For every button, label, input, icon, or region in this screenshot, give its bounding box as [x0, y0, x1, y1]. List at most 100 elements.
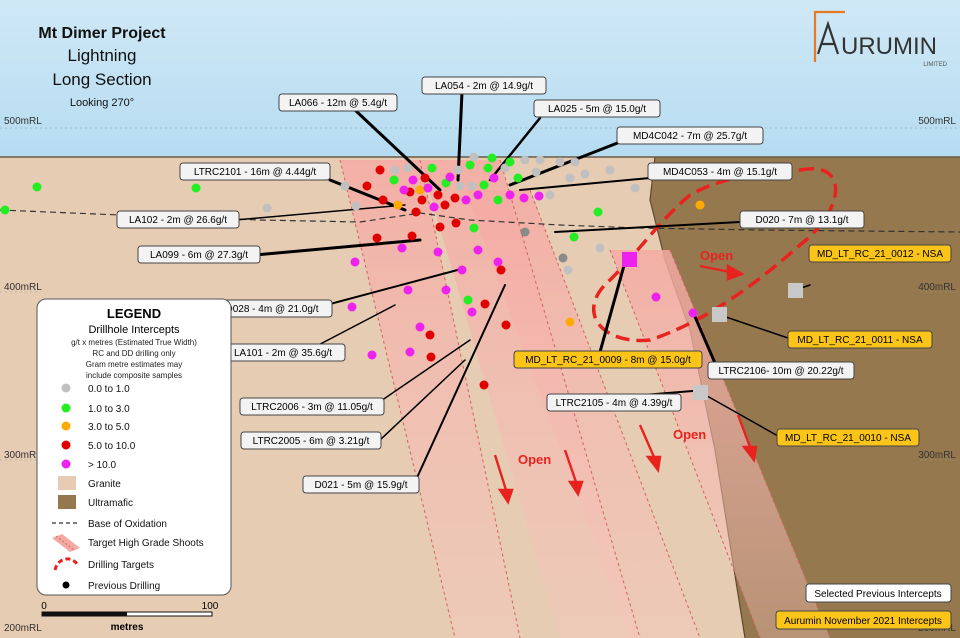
scale-bar: 0 100 metres: [41, 601, 219, 633]
intercept: [465, 160, 475, 170]
legend-grade-label: 5.0 to 10.0: [88, 441, 136, 452]
rl-300-label-left: 300mRL: [4, 450, 42, 461]
intercept: [535, 155, 545, 165]
title-line-4: Looking 270°: [70, 97, 134, 109]
intercepts-magenta: [347, 172, 698, 360]
intercept: [480, 299, 490, 309]
svg-text:LA025 - 5m @ 15.0g/t: LA025 - 5m @ 15.0g/t: [548, 104, 646, 115]
legend-swatch-red: [61, 440, 71, 450]
rl-400-label-right: 400mRL: [918, 282, 956, 293]
legend-drilling-targets: Drilling Targets: [88, 560, 154, 571]
svg-text:MD_LT_RC_21_0009 - 8m @ 15.0g/: MD_LT_RC_21_0009 - 8m @ 15.0g/t: [525, 355, 691, 366]
intercept: [435, 222, 445, 232]
rl-500-label-left: 500mRL: [4, 116, 42, 127]
logo-sub: LIMITED: [923, 62, 947, 68]
svg-text:D020 - 7m @ 13.1g/t: D020 - 7m @ 13.1g/t: [756, 215, 849, 226]
svg-text:LTRC2005 - 6m @ 3.21g/t: LTRC2005 - 6m @ 3.21g/t: [253, 436, 370, 447]
intercept: [415, 185, 425, 195]
legend-previous-drilling: Previous Drilling: [88, 581, 160, 592]
intercept: [520, 155, 530, 165]
target-shoot: [340, 160, 520, 638]
legend-swatch-magenta: [61, 459, 71, 469]
title-line-3: Long Section: [52, 70, 151, 89]
scale-max: 100: [202, 601, 219, 612]
callout-previous: D028 - 4m @ 21.0g/t: [211, 299, 333, 318]
intercept: [457, 265, 467, 275]
legend-swatch-shoot: [52, 534, 80, 552]
intercept: [688, 308, 698, 318]
intercept: [580, 169, 590, 179]
intercept: [479, 380, 489, 390]
intercept: [630, 183, 640, 193]
callout-previous: LA102 - 2m @ 26.6g/t: [116, 210, 240, 229]
intercept: [500, 163, 510, 173]
callout-previous: LTRC2106- 10m @ 20.22g/t: [707, 361, 855, 380]
intercept: [489, 173, 499, 183]
svg-text:LA102 - 2m @ 26.6g/t: LA102 - 2m @ 26.6g/t: [129, 215, 227, 226]
target-shoot: [420, 160, 640, 638]
svg-text:D028 - 4m @ 21.0g/t: D028 - 4m @ 21.0g/t: [226, 304, 319, 315]
legend-grade-label: 1.0 to 3.0: [88, 404, 130, 415]
intercept: [191, 183, 201, 193]
intercepts-red: [362, 165, 511, 390]
intercept: [467, 307, 477, 317]
legend-swatch-drilling-target: [53, 557, 80, 571]
shoot-edge: [499, 159, 641, 638]
intercept: [403, 163, 413, 173]
intercept: [453, 165, 463, 175]
intercept: [487, 153, 497, 163]
intercept: [593, 207, 603, 217]
target-shoot: [610, 250, 830, 638]
title-line-1: Mt Dimer Project: [38, 25, 166, 42]
intercept: [32, 182, 42, 192]
intercept: [426, 352, 436, 362]
legend-swatch-previous: [62, 581, 70, 589]
svg-text:LTRC2006 - 3m @ 11.05g/t: LTRC2006 - 3m @ 11.05g/t: [251, 402, 373, 413]
svg-text:MD_LT_RC_21_0011 - NSA: MD_LT_RC_21_0011 - NSA: [797, 335, 923, 346]
legend-note: include composite samples: [86, 371, 182, 380]
intercept: [347, 302, 357, 312]
intercept: [441, 285, 451, 295]
intercept-square-grey: [712, 307, 727, 322]
key-aurumin: Aurumin November 2021 Intercepts: [784, 616, 942, 627]
intercept: [695, 200, 705, 210]
intercept: [505, 157, 515, 167]
intercept: [433, 190, 443, 200]
intercept: [505, 190, 515, 200]
legend-swatch-grey: [61, 383, 71, 393]
intercept: [565, 317, 575, 327]
open-label: Open: [518, 452, 551, 467]
callout-previous: LA025 - 5m @ 15.0g/t: [533, 99, 661, 118]
intercept: [534, 191, 544, 201]
intercept-square-grey: [788, 283, 803, 298]
intercept: [455, 181, 465, 191]
intercept: [399, 185, 409, 195]
intercept: [389, 175, 399, 185]
intercept: [531, 167, 541, 177]
intercept: [463, 295, 473, 305]
open-label: Open: [700, 248, 733, 263]
intercept: [545, 190, 555, 200]
intercept: [563, 265, 573, 275]
key-previous: Selected Previous Intercepts: [814, 589, 941, 600]
rl-200-label-left: 200mRL: [4, 623, 42, 634]
intercept: [569, 232, 579, 242]
intercept: [461, 195, 471, 205]
shoot-edge: [339, 159, 456, 638]
intercept: [555, 157, 565, 167]
intercept: [565, 173, 575, 183]
intercept: [445, 172, 455, 182]
open-label: Open: [673, 427, 706, 442]
callout-previous: MD4C053 - 4m @ 15.1g/t: [647, 162, 793, 181]
intercept: [520, 227, 530, 237]
legend-subtitle: Drillhole Intercepts: [88, 324, 180, 336]
callout-previous: LTRC2105 - 4m @ 4.39g/t: [546, 393, 682, 412]
logo-wordmark: URUMIN: [841, 33, 937, 60]
legend-grade-label: > 10.0: [88, 460, 117, 471]
intercepts-orange: [393, 185, 705, 327]
intercept: [558, 253, 568, 263]
intercept: [350, 257, 360, 267]
callout-previous: LA099 - 6m @ 27.3g/t: [137, 245, 261, 264]
svg-text:LA066 - 12m @ 5.4g/t: LA066 - 12m @ 5.4g/t: [289, 98, 387, 109]
target-shoots: [339, 159, 831, 638]
